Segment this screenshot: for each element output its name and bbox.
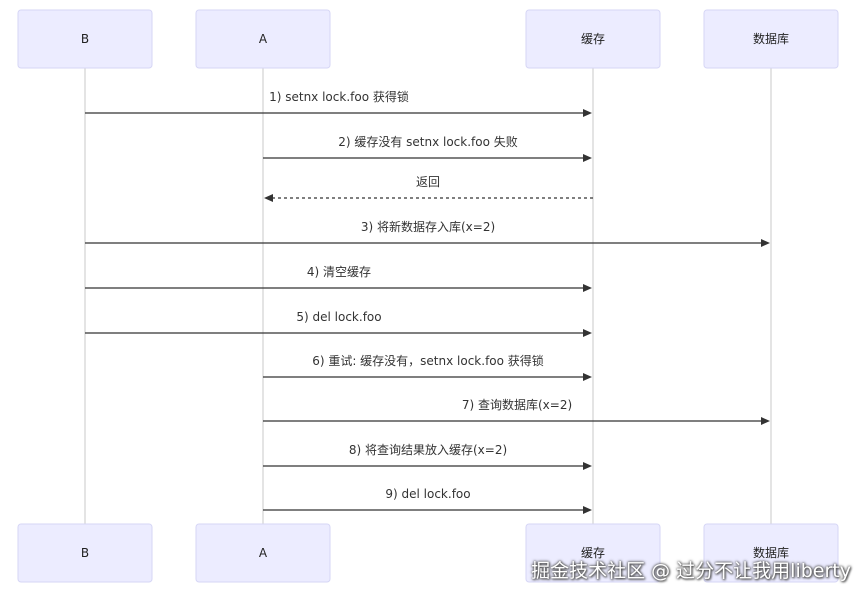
message-10-arrowhead <box>583 506 592 514</box>
message-6-arrowhead <box>583 329 592 337</box>
message-10-label: 9) del lock.foo <box>385 487 470 501</box>
actor-label-top-b: B <box>81 32 89 46</box>
actor-label-bottom-cache: 缓存 <box>581 546 605 560</box>
message-3-arrowhead <box>264 194 273 202</box>
actor-box-top-cache <box>525 9 661 69</box>
message-7-label: 6) 重试: 缓存没有，setnx lock.foo 获得锁 <box>312 353 544 368</box>
message-9-arrowhead <box>583 462 592 470</box>
actor-box-top-db <box>703 9 839 69</box>
actor-label-top-a: A <box>259 32 268 46</box>
message-2-arrowhead <box>583 154 592 162</box>
actor-label-bottom-db: 数据库 <box>753 545 789 560</box>
message-8-label: 7) 查询数据库(x=2) <box>462 397 572 412</box>
actor-box-top-a <box>195 9 331 69</box>
message-8-arrowhead <box>761 417 770 425</box>
message-4-label: 3) 将新数据存入库(x=2) <box>361 219 495 234</box>
message-1-label: 1) setnx lock.foo 获得锁 <box>269 89 409 104</box>
message-6-label: 5) del lock.foo <box>296 310 381 324</box>
message-9-label: 8) 将查询结果放入缓存(x=2) <box>349 442 507 457</box>
message-3-label: 返回 <box>416 175 440 189</box>
watermark-text: 掘金技术社区 @ 过分不让我用liberty <box>531 560 851 582</box>
actor-box-bottom-a <box>195 523 331 583</box>
actor-label-top-db: 数据库 <box>753 31 789 46</box>
message-1-arrowhead <box>583 109 592 117</box>
message-4-arrowhead <box>761 239 770 247</box>
actor-box-bottom-cache <box>525 523 661 583</box>
message-2-label: 2) 缓存没有 setnx lock.foo 失败 <box>338 134 518 149</box>
actor-label-bottom-a: A <box>259 546 268 560</box>
message-5-arrowhead <box>583 284 592 292</box>
message-5-label: 4) 清空缓存 <box>307 265 371 279</box>
message-7-arrowhead <box>583 373 592 381</box>
actor-label-top-cache: 缓存 <box>581 32 605 46</box>
actor-box-bottom-db <box>703 523 839 583</box>
actor-box-bottom-b <box>17 523 153 583</box>
actor-label-bottom-b: B <box>81 546 89 560</box>
actor-box-top-b <box>17 9 153 69</box>
